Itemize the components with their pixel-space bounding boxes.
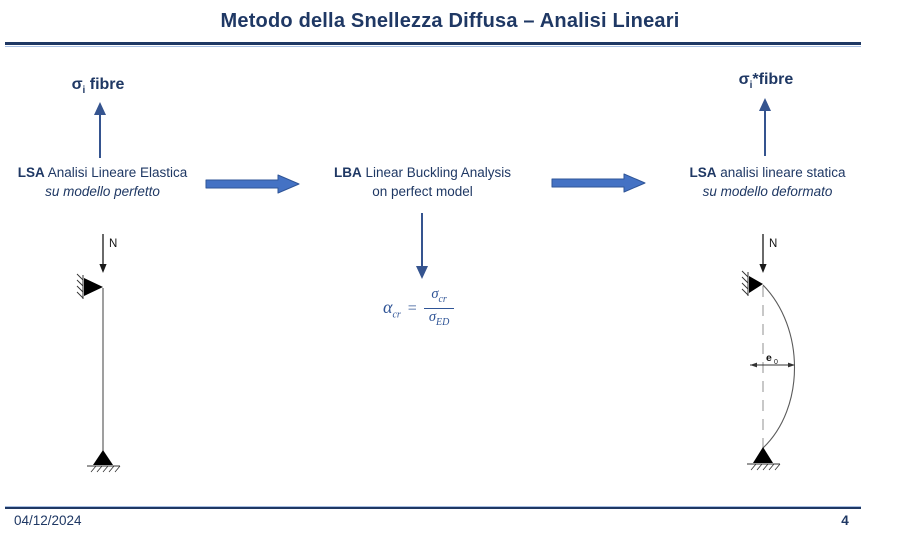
fraction-numerator: σcr [431, 286, 447, 305]
deformed-column-diagram: N e 0 [741, 234, 795, 471]
critical-multiplier-formula: αcr = σcr σED [383, 286, 455, 331]
footer-divider [5, 506, 861, 509]
fibre-text: *fibre [752, 71, 794, 88]
footer-date: 04/12/2024 [14, 513, 82, 528]
top-side-support [76, 273, 103, 299]
perfect-column-diagram: N [76, 234, 121, 473]
hatch-marks [741, 270, 749, 296]
flow-arrow-1-icon [205, 174, 300, 194]
hatch-marks [90, 465, 121, 473]
step-line2: su modello perfetto [45, 184, 160, 199]
sigma-symbol: σ [738, 71, 750, 88]
eccentricity-subscript: 0 [774, 359, 778, 366]
stress-output-right-label: σi*fibre [696, 71, 836, 91]
footer-divider-dark-line [5, 507, 861, 509]
lba-tag: LBA [333, 165, 362, 180]
page-number: 4 [841, 513, 849, 528]
hatch-marks [76, 273, 84, 299]
title-divider-dark-line [5, 42, 861, 45]
stress-ratio-fraction: σcr σED [423, 286, 455, 331]
sigma-symbol: σ [71, 76, 83, 93]
footer-divider-light-line [5, 506, 861, 507]
sigma-subscript: i [749, 80, 753, 92]
flow-arrow-2-icon [551, 173, 646, 193]
eccentricity-dimension [750, 362, 795, 368]
lsa-tag: LSA [689, 165, 717, 180]
fraction-denominator: σED [428, 309, 450, 329]
alpha-cr-term: αcr [383, 296, 401, 321]
deformed-shape-curve [762, 284, 795, 449]
stress-output-left-label: σi fibre [28, 76, 168, 96]
up-arrow-right-icon [759, 98, 771, 156]
lsa-tag: LSA [17, 165, 45, 180]
equals-sign: = [407, 299, 417, 317]
fraction-bar [423, 307, 455, 310]
step-line1: LSA analisi lineare statica [689, 165, 846, 180]
axial-load-arrow [759, 234, 767, 273]
analysis-step-lba: LBA Linear Buckling Analysis on perfect … [320, 163, 525, 201]
hatch-marks [750, 463, 781, 471]
title-divider [5, 42, 861, 47]
analysis-step-lsa-deformed: LSA analisi lineare statica su modello d… [665, 163, 870, 201]
up-arrow-left-icon [94, 102, 106, 158]
fibre-text: fibre [85, 76, 125, 93]
title-divider-light-line [5, 45, 861, 47]
step-line1: LBA Linear Buckling Analysis [333, 165, 512, 180]
page-title: Metodo della Snellezza Diffusa – Analisi… [220, 10, 680, 32]
step-line2: on perfect model [372, 184, 473, 199]
step-line2: su modello deformato [702, 184, 833, 199]
eccentricity-label: e [766, 352, 772, 364]
step-line1: LSA Analisi Lineare Elastica [17, 165, 188, 180]
sigma-subscript: i [82, 85, 86, 97]
analysis-step-lsa-perfect: LSA Analisi Lineare Elastica su modello … [5, 163, 200, 201]
axial-load-arrow [99, 234, 107, 273]
load-label: N [769, 238, 777, 250]
bottom-pin-support [87, 450, 121, 473]
load-label: N [109, 238, 117, 250]
down-arrow-icon [416, 213, 428, 279]
top-side-support [741, 270, 763, 296]
bottom-pin-support [747, 447, 781, 471]
